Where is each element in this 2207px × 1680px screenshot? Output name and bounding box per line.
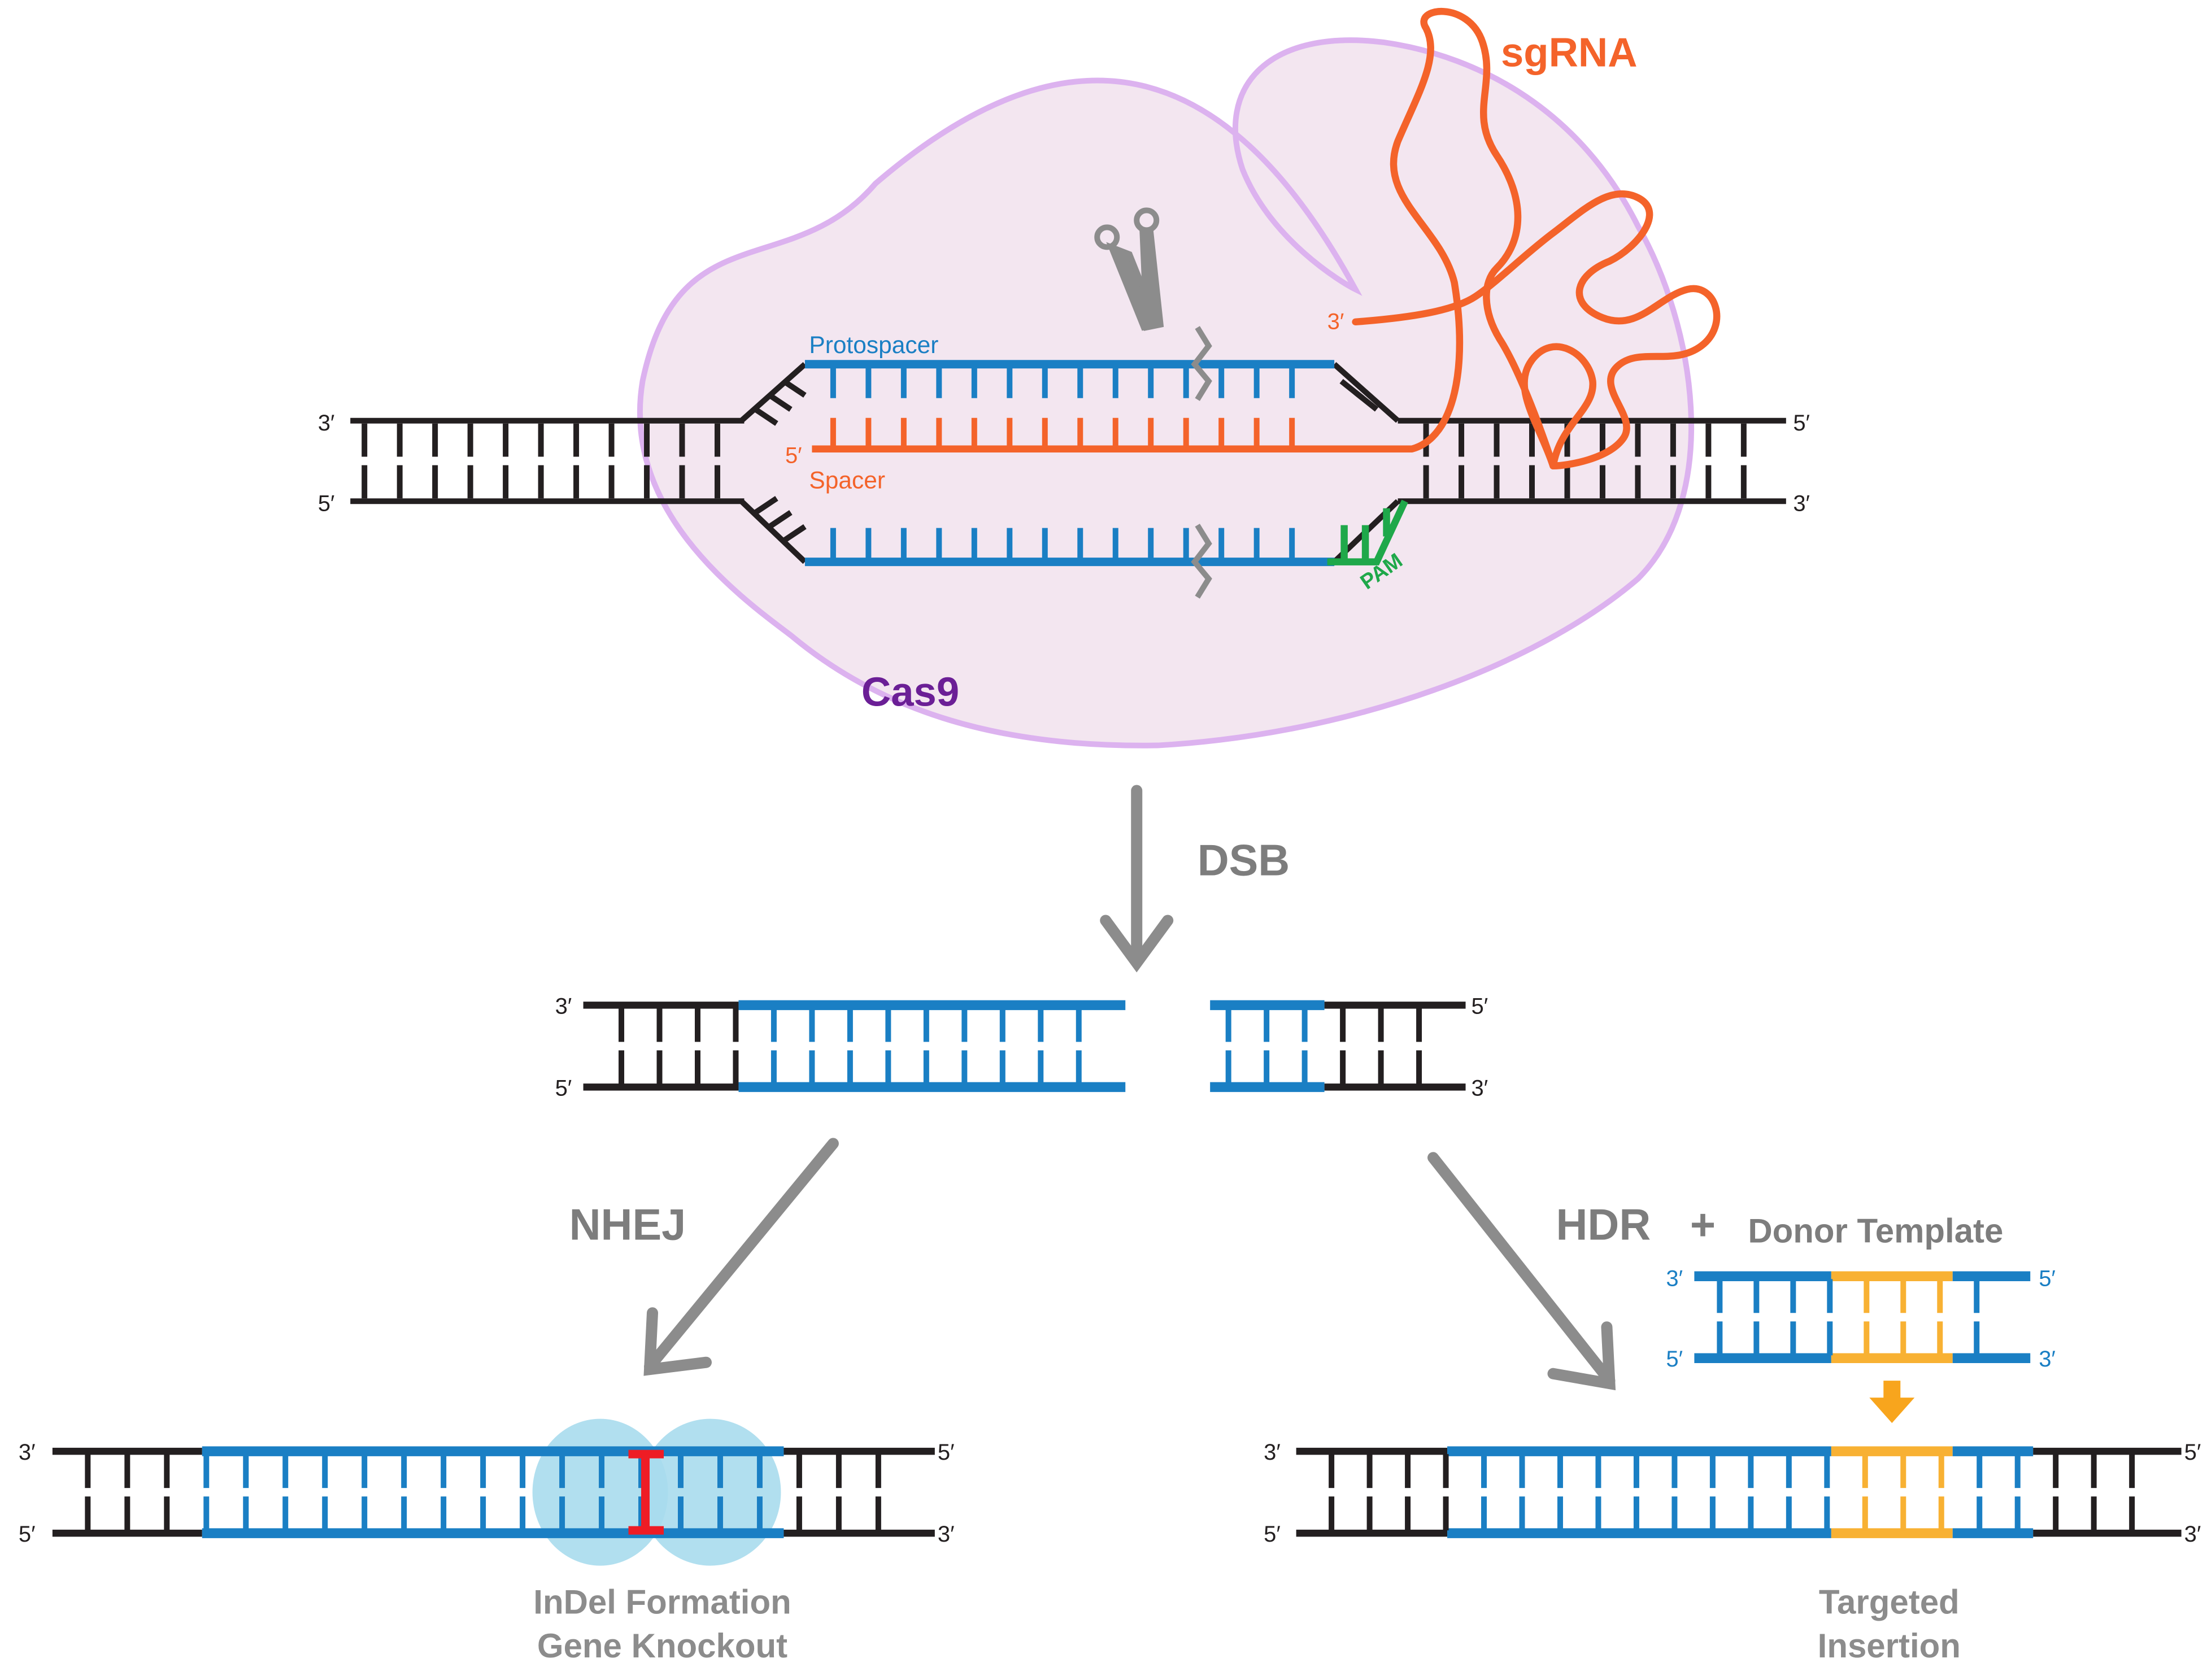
spacer-5prime-label: 5′	[785, 443, 802, 468]
top-left-5prime: 5′	[318, 491, 335, 516]
indel-glow-right	[639, 1418, 781, 1566]
top-left-3prime: 3′	[318, 411, 335, 436]
dna-left-flank	[350, 362, 807, 564]
nhej-outcome-line2: Gene Knockout	[537, 1627, 787, 1665]
hdr-product-dna: 3′ 5′ 5′ 3′	[1264, 1440, 2201, 1547]
broken-right-5prime: 5′	[1472, 994, 1488, 1019]
sgrna-scaffold	[1352, 7, 1721, 469]
nhej-right-3prime: 3′	[938, 1522, 955, 1547]
hdr-label: HDR	[1556, 1200, 1651, 1249]
nhej-left-3prime: 3′	[19, 1440, 36, 1465]
top-right-5prime: 5′	[1793, 411, 1810, 436]
sgrna-3prime-label: 3′	[1327, 309, 1344, 334]
cas9-protein-blob	[637, 37, 1695, 748]
dna-left-rungs	[362, 423, 720, 499]
cas9-complex: PAM sgRNA 3′ Protospacer 5′ Spacer Cas9 …	[318, 7, 1810, 748]
scissors-icon	[1094, 207, 1164, 331]
hdr-left-5prime: 5′	[1264, 1522, 1281, 1547]
donor-left-5prime: 5′	[1666, 1347, 1683, 1372]
hdr-left-3prime: 3′	[1264, 1440, 1281, 1465]
nhej-outcome-line1: InDel Formation	[533, 1583, 791, 1621]
hdr-arrow	[1427, 1152, 1616, 1391]
zigzag-cut-icon	[1191, 326, 1212, 599]
nhej-label: NHEJ	[569, 1200, 686, 1249]
nhej-left-5prime: 5′	[19, 1522, 36, 1547]
nhej-right-5prime: 5′	[938, 1440, 955, 1465]
cas9-label: Cas9	[861, 669, 959, 715]
spacer-label: Spacer	[809, 468, 885, 494]
donor-right-5prime: 5′	[2039, 1266, 2056, 1291]
broken-left-3prime: 3′	[555, 994, 572, 1019]
broken-right-3prime: 3′	[1472, 1076, 1488, 1100]
spacer-strand	[812, 417, 1412, 452]
nhej-product-dna: 3′ 5′ 5′ 3′	[19, 1418, 955, 1566]
donor-insert-arrow	[1869, 1381, 1915, 1424]
broken-dna-right	[1210, 1000, 1466, 1093]
broken-dna-left	[583, 1000, 1126, 1093]
protospacer-strand	[804, 360, 1335, 398]
sgrna-label: sgRNA	[1501, 29, 1638, 75]
top-right-3prime: 3′	[1793, 491, 1810, 516]
hdr-outcome-line2: Insertion	[1818, 1627, 1961, 1665]
nhej-arrow	[643, 1138, 839, 1376]
hdr-plus: +	[1690, 1200, 1716, 1249]
broken-dna: 3′ 5′ 5′ 3′	[555, 994, 1488, 1100]
target-strand	[804, 528, 1335, 567]
donor-template-dna: 3′ 5′ 5′ 3′	[1666, 1266, 2056, 1372]
donor-template-label: Donor Template	[1748, 1212, 2003, 1250]
protospacer-label: Protospacer	[809, 332, 938, 359]
donor-left-3prime: 3′	[1666, 1266, 1683, 1291]
hdr-outcome-line1: Targeted	[1819, 1583, 1960, 1621]
dsb-arrow	[1100, 785, 1174, 973]
indel-mark	[628, 1450, 664, 1535]
hdr-right-3prime: 3′	[2184, 1522, 2201, 1547]
broken-left-5prime: 5′	[555, 1076, 572, 1100]
donor-right-3prime: 3′	[2039, 1347, 2056, 1372]
dsb-label: DSB	[1198, 836, 1290, 885]
pam-motif	[1327, 499, 1408, 565]
hdr-right-5prime: 5′	[2184, 1440, 2201, 1465]
